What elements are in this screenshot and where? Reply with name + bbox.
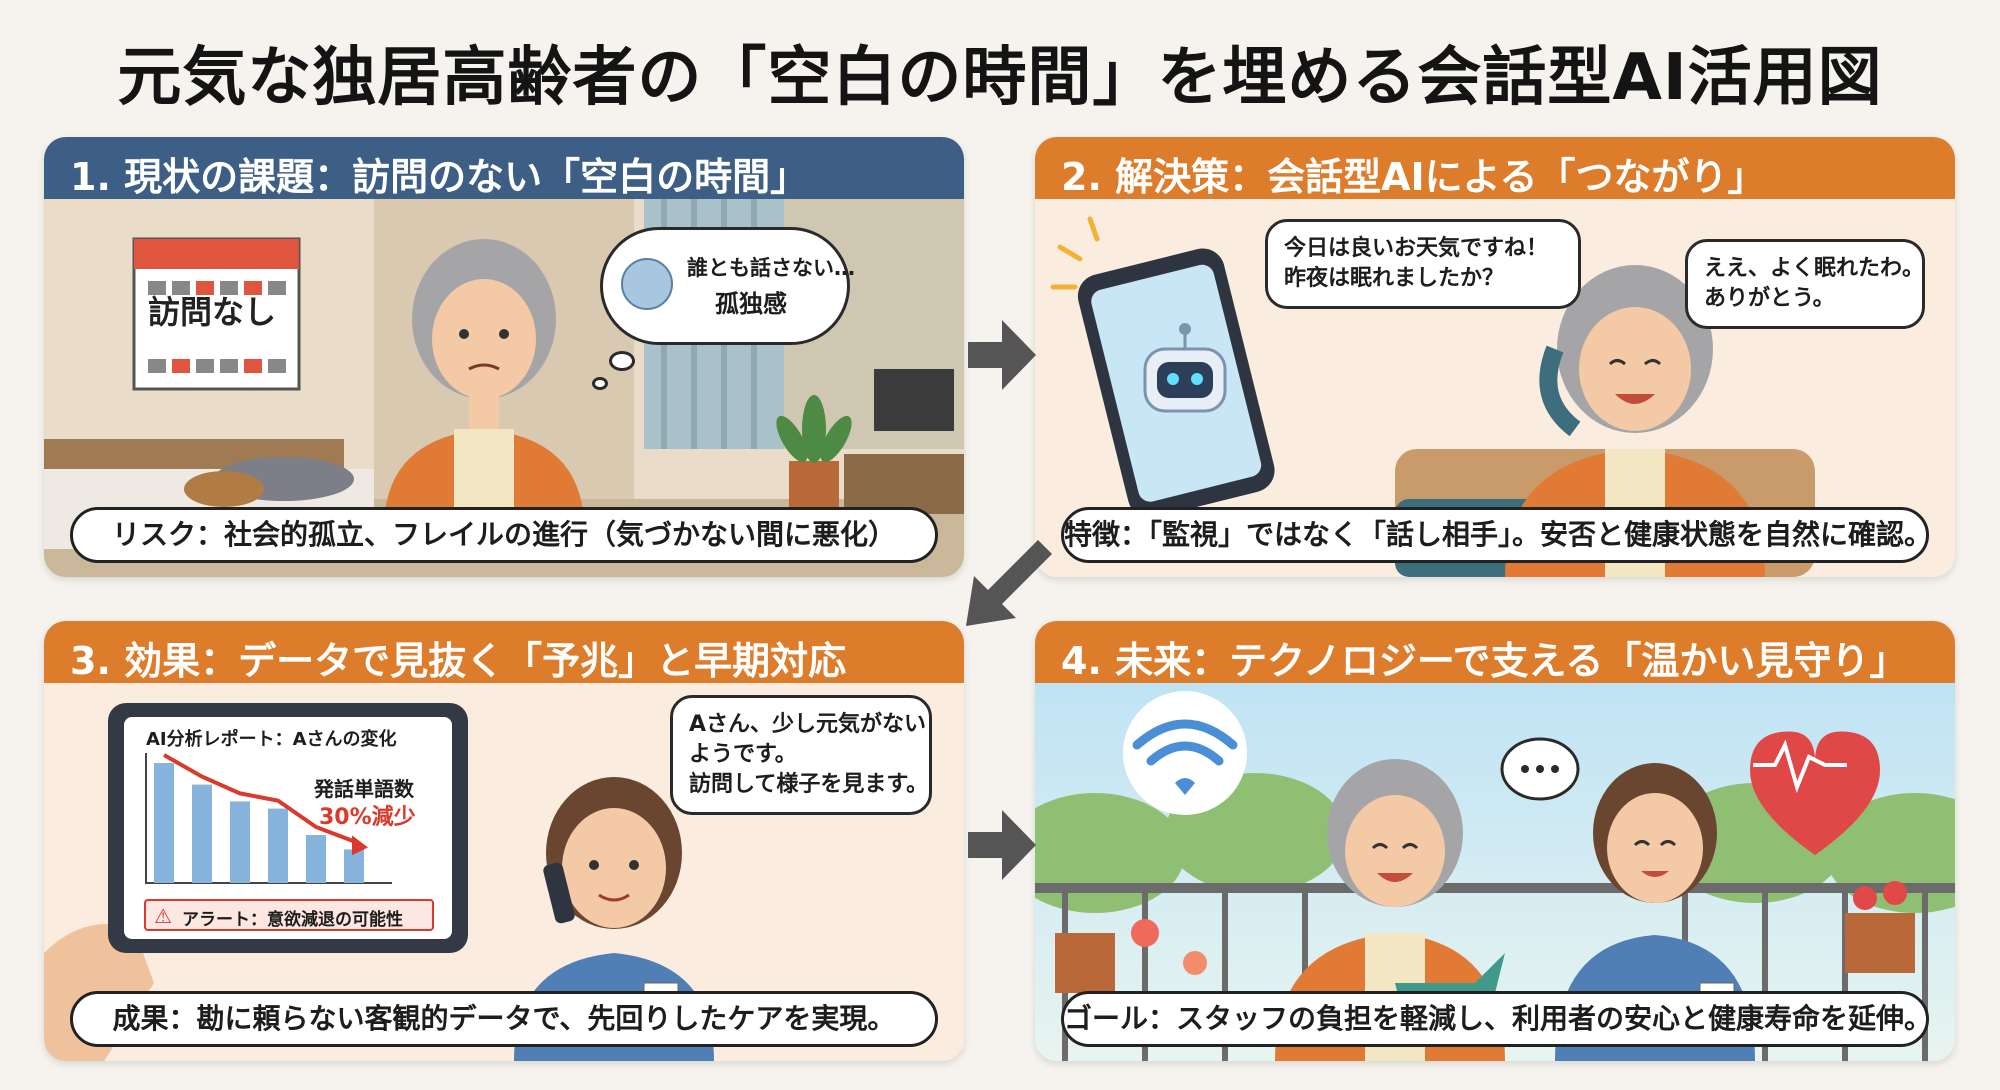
user-line-1: ええ、よく眠れたわ。 <box>1704 256 1925 281</box>
elderly-woman-sad <box>384 239 584 529</box>
nurse-line-3: 訪問して様子を見ます。 <box>689 772 929 797</box>
report-title: AI分析レポート：Aさんの変化 <box>146 729 397 750</box>
ai-speech-bubble: 今日は良いお天気ですね！ 昨夜は眠れましたか？ <box>1265 219 1581 309</box>
thought-dot <box>592 377 608 390</box>
ai-line-2: 昨夜は眠れましたか？ <box>1284 266 1505 291</box>
nurse-line-1: Aさん、少し元気がない <box>689 712 927 737</box>
nurse-line-2: ようです。 <box>689 742 797 767</box>
thought-bubble: 誰とも話さない… 孤独感 <box>600 227 855 345</box>
thought-line-1: 誰とも話さない… <box>687 256 855 280</box>
panel-current-issue: 1. 現状の課題：訪問のない「空白の時間」 <box>44 137 964 577</box>
panel-2-header: 2. 解決策：会話型AIによる「つながり」 <box>1035 137 1955 199</box>
robot-icon <box>1143 323 1227 413</box>
chart-bar <box>268 808 288 883</box>
metric-value: 30%減少 <box>319 805 416 830</box>
calendar-icon <box>132 237 301 391</box>
flow-arrow-down-left-icon <box>966 540 1052 626</box>
flow-arrow-right-icon <box>968 810 1036 880</box>
nurse-speech-bubble: Aさん、少し元気がない ようです。 訪問して様子を見ます。 <box>670 695 932 815</box>
trend-line <box>163 753 355 844</box>
chart-bar <box>154 763 174 883</box>
calendar-label: 訪問なし <box>148 293 277 331</box>
alert-box: ⚠ アラート：意欲減退の可能性 <box>144 899 434 931</box>
sad-face-icon <box>621 258 673 310</box>
panel-2-caption: 特徴：「監視」ではなく「話し相手」。安否と健康状態を自然に確認。 <box>1061 507 1932 563</box>
ai-line-1: 今日は良いお天気ですね！ <box>1284 236 1549 261</box>
chart-bar <box>230 801 250 883</box>
flow-arrow-right-icon <box>968 320 1036 390</box>
panel-4-caption: ゴール：スタッフの負担を軽減し、利用者の安心と健康寿命を延伸。 <box>1061 991 1932 1047</box>
panel-effect: 3. 効果：データで見抜く「予兆」と早期対応 AI分析レポート：Aさんの変化 <box>44 621 964 1061</box>
panel-future: 4. 未来：テクノロジーで支える「温かい見守り」 <box>1035 621 1955 1061</box>
panel-4-header: 4. 未来：テクノロジーで支える「温かい見守り」 <box>1035 621 1955 683</box>
word-count-chart <box>145 753 392 884</box>
alert-text: アラート：意欲減退の可能性 <box>182 910 403 930</box>
wifi-icon <box>1123 691 1247 815</box>
panel-3-header: 3. 効果：データで見抜く「予兆」と早期対応 <box>44 621 964 683</box>
user-line-2: ありがとう。 <box>1704 286 1835 311</box>
trend-arrowhead <box>352 835 368 856</box>
chart-bar <box>344 849 364 883</box>
heart-pulse-icon <box>1750 731 1880 855</box>
metric-label: 発話単語数 <box>314 777 414 801</box>
main-title: 元気な独居高齢者の「空白の時間」を埋める会話型AI活用図 <box>117 41 1883 115</box>
user-speech-bubble: ええ、よく眠れたわ。 ありがとう。 <box>1685 239 1925 329</box>
panel-solution: 2. 解決策：会話型AIによる「つながり」 <box>1035 137 1955 577</box>
panel-1-caption: リスク：社会的孤立、フレイルの進行（気づかない間に悪化） <box>70 507 938 563</box>
warning-icon: ⚠ <box>154 904 172 928</box>
thought-line-2: 孤独感 <box>715 290 787 318</box>
panel-1-header: 1. 現状の課題：訪問のない「空白の時間」 <box>44 137 964 199</box>
chat-ellipsis-icon <box>1500 737 1580 801</box>
chart-bar <box>306 835 326 883</box>
thought-dot <box>609 351 635 371</box>
panel-3-caption: 成果：勘に頼らない客観的データで、先回りしたケアを実現。 <box>70 991 938 1047</box>
chart-bar <box>192 784 212 883</box>
